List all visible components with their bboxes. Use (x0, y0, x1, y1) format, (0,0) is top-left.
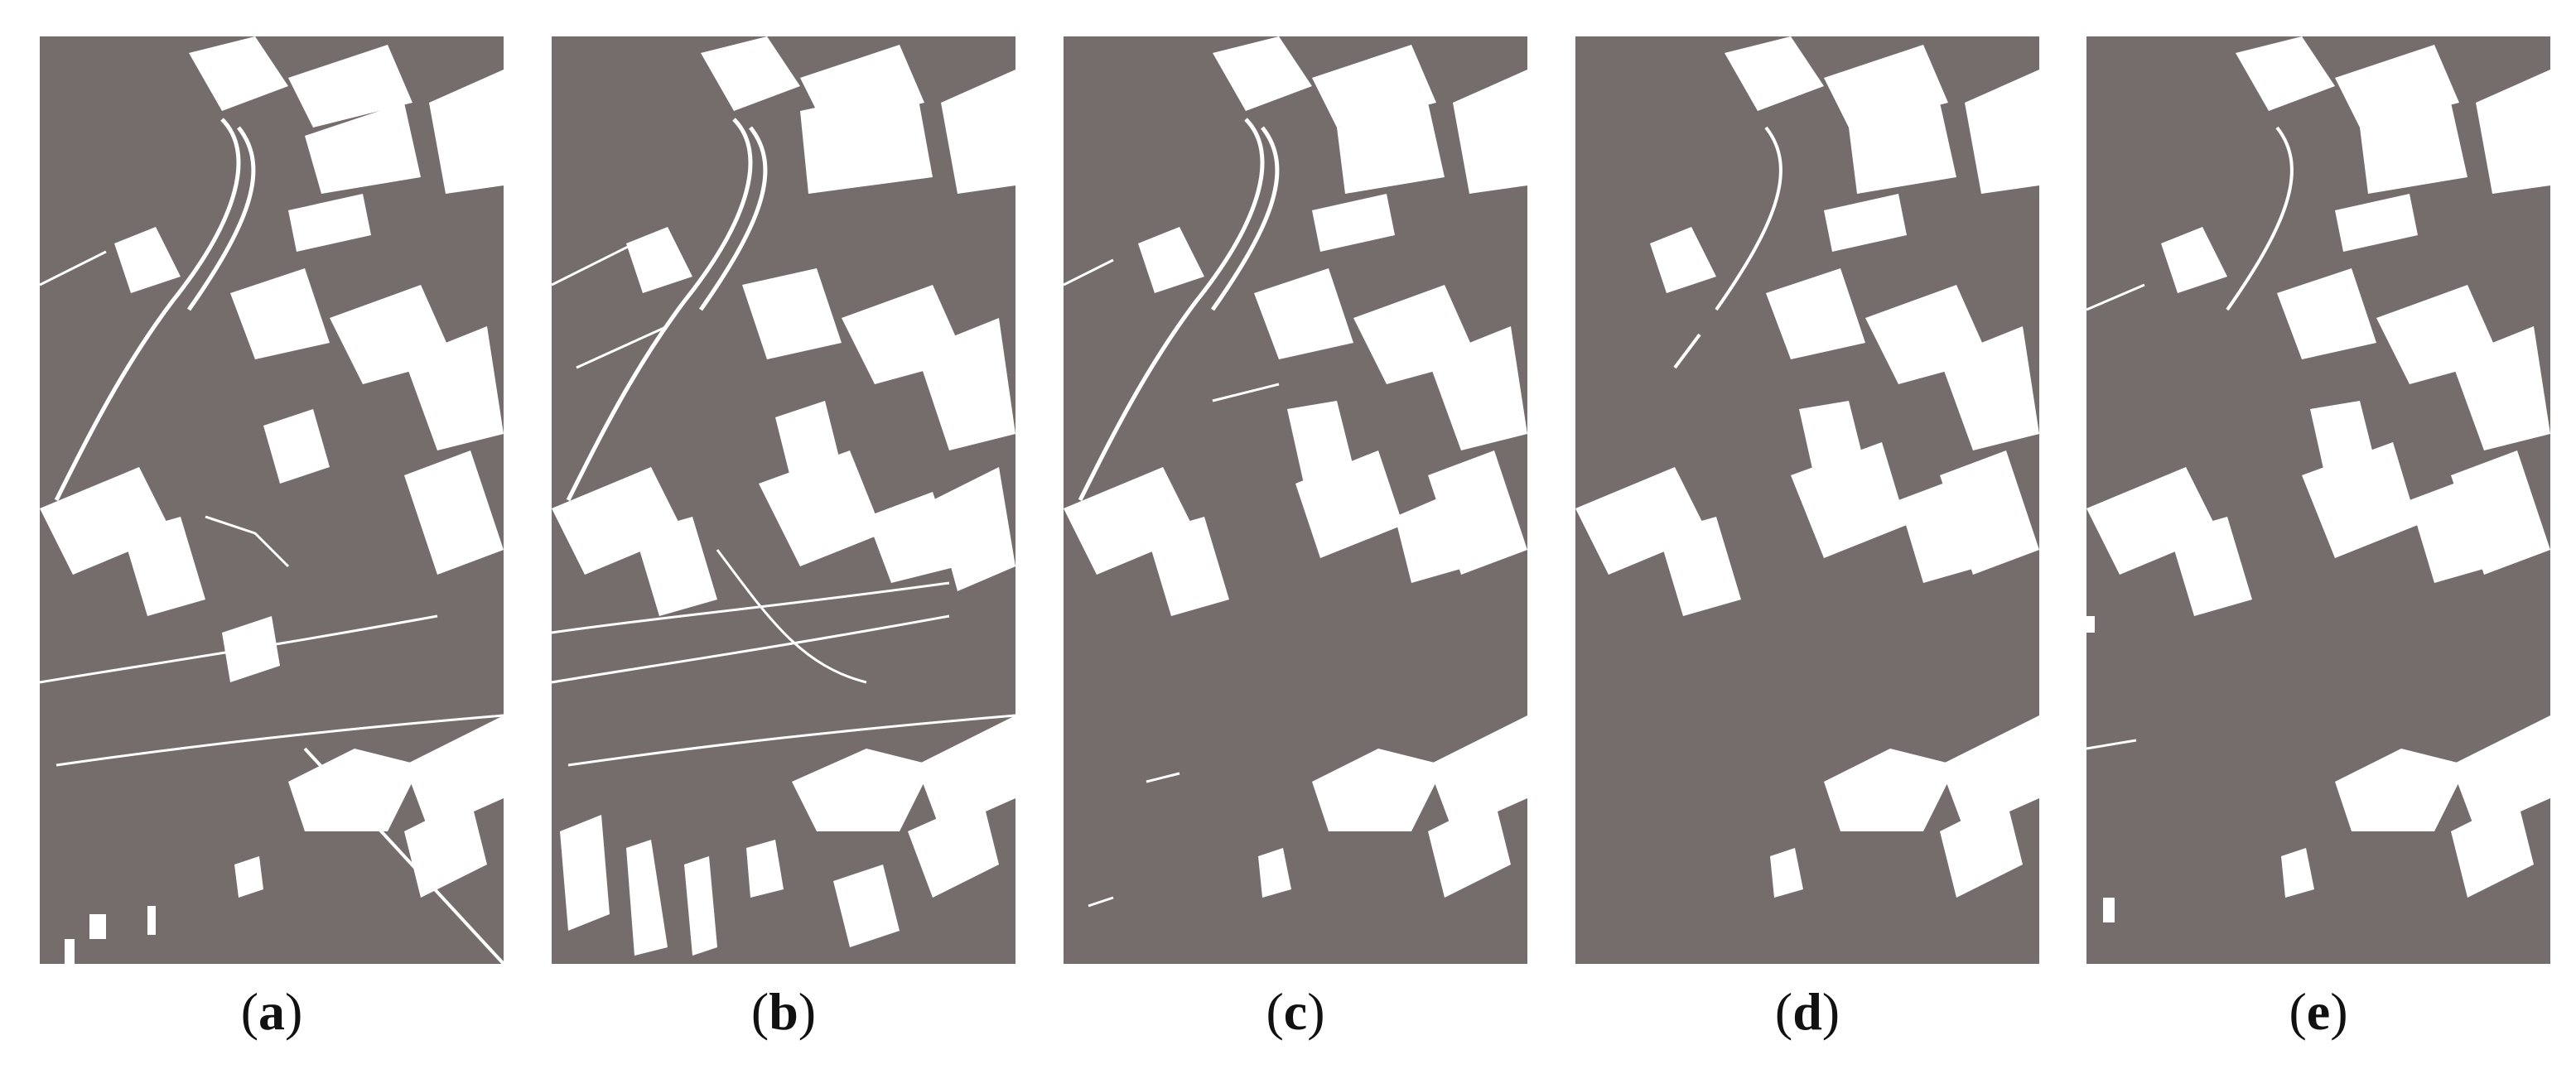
rooftop-shape (189, 36, 288, 111)
caption-c-open: ( (1266, 982, 1284, 1041)
caption-e-letter: e (2306, 982, 2331, 1041)
caption-e-close: ) (2330, 982, 2348, 1041)
caption-a-open: ( (240, 982, 258, 1041)
caption-b-letter: b (769, 982, 798, 1041)
caption-e: (e) (2086, 979, 2550, 1045)
rooftop-shape (40, 467, 172, 575)
panel-c-map (1064, 36, 1527, 964)
panel-e-binary-map (2086, 36, 2550, 922)
panel-d-map (1575, 36, 2039, 964)
caption-d-letter: d (1792, 982, 1822, 1041)
rooftop-shape (263, 409, 330, 484)
rooftop-shape (288, 749, 421, 831)
panel-c-binary-map (1064, 36, 1527, 908)
caption-a: (a) (40, 979, 504, 1045)
panel-d-binary-map (1575, 36, 2039, 898)
panel-b-map (552, 36, 1015, 964)
rooftop-shape (404, 450, 504, 575)
rooftop-shape (288, 45, 412, 128)
caption-d-close: ) (1821, 982, 1840, 1041)
rooftop-shape (114, 227, 181, 293)
caption-b-open: ( (750, 982, 769, 1041)
rooftop-shape (404, 798, 487, 898)
caption-a-close: ) (285, 982, 303, 1041)
panel-b-binary-map (552, 36, 1015, 956)
rooftop-shape (404, 715, 504, 831)
rooftop-shape (288, 194, 371, 252)
caption-b-close: ) (798, 982, 817, 1041)
rooftop-shape (123, 517, 205, 616)
panel-a-binary-map (40, 36, 504, 964)
rooftop-shape (230, 268, 330, 359)
panel-a-map (40, 36, 504, 964)
rooftop-shape (429, 70, 504, 194)
rooftop-shape (234, 856, 263, 898)
caption-c-close: ) (1307, 982, 1325, 1041)
caption-c-letter: c (1283, 982, 1308, 1041)
caption-d-open: ( (1774, 982, 1793, 1041)
caption-e-open: ( (2289, 982, 2307, 1041)
caption-b: (b) (552, 979, 1015, 1045)
caption-c: (c) (1064, 979, 1527, 1045)
panel-e-map (2086, 36, 2550, 964)
caption-d: (d) (1575, 979, 2039, 1045)
rooftop-shape (305, 103, 421, 194)
rooftop-shape (404, 326, 504, 450)
caption-a-letter: a (258, 982, 285, 1041)
